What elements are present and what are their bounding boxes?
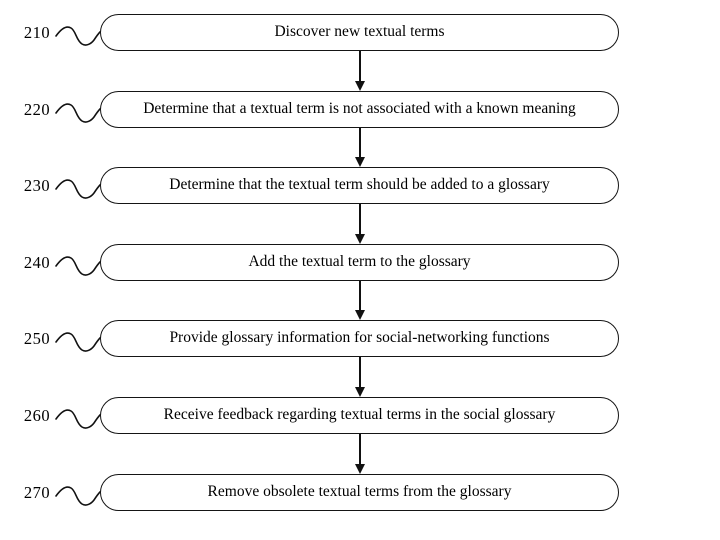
flow-step-250: 250 Provide glossary information for soc…	[0, 320, 720, 357]
arrowhead-icon	[355, 157, 365, 167]
step-ref-label: 270	[23, 482, 51, 502]
squiggle-lead-line-icon	[55, 486, 101, 506]
process-box: Discover new textual terms	[100, 14, 619, 51]
step-text: Add the textual term to the glossary	[248, 253, 471, 271]
down-arrow	[354, 204, 366, 244]
squiggle-lead-line-icon	[55, 332, 101, 352]
process-box: Receive feedback regarding textual terms…	[100, 397, 619, 434]
arrow-shaft	[359, 281, 361, 311]
arrow-shaft	[359, 51, 361, 82]
process-box: Determine that the textual term should b…	[100, 167, 619, 204]
down-arrow	[354, 434, 366, 474]
flow-step-260: 260 Receive feedback regarding textual t…	[0, 397, 720, 434]
process-box: Remove obsolete textual terms from the g…	[100, 474, 619, 511]
step-text: Receive feedback regarding textual terms…	[163, 406, 556, 424]
squiggle-lead-line-icon	[55, 409, 101, 429]
flow-step-210: 210 Discover new textual terms	[0, 14, 720, 51]
step-ref-label: 210	[23, 22, 51, 42]
flow-step-270: 270 Remove obsolete textual terms from t…	[0, 474, 720, 511]
process-box: Determine that a textual term is not ass…	[100, 91, 619, 128]
step-ref-label: 230	[23, 175, 51, 195]
arrow-shaft	[359, 434, 361, 465]
arrowhead-icon	[355, 310, 365, 320]
down-arrow	[354, 281, 366, 320]
step-text: Determine that the textual term should b…	[169, 176, 550, 194]
arrowhead-icon	[355, 81, 365, 91]
squiggle-lead-line-icon	[55, 256, 101, 276]
step-text: Discover new textual terms	[274, 23, 445, 41]
down-arrow	[354, 51, 366, 91]
squiggle-lead-line-icon	[55, 26, 101, 46]
process-box: Add the textual term to the glossary	[100, 244, 619, 281]
down-arrow	[354, 128, 366, 167]
down-arrow	[354, 357, 366, 397]
process-box: Provide glossary information for social-…	[100, 320, 619, 357]
flow-step-240: 240 Add the textual term to the glossary	[0, 244, 720, 281]
step-text: Provide glossary information for social-…	[169, 329, 550, 347]
flow-step-220: 220 Determine that a textual term is not…	[0, 91, 720, 128]
step-text: Determine that a textual term is not ass…	[143, 100, 576, 118]
arrow-shaft	[359, 204, 361, 235]
arrowhead-icon	[355, 234, 365, 244]
arrowhead-icon	[355, 464, 365, 474]
squiggle-lead-line-icon	[55, 179, 101, 199]
step-text: Remove obsolete textual terms from the g…	[207, 483, 512, 501]
step-ref-label: 220	[23, 99, 51, 119]
flow-step-230: 230 Determine that the textual term shou…	[0, 167, 720, 204]
step-ref-label: 260	[23, 405, 51, 425]
arrowhead-icon	[355, 387, 365, 397]
step-ref-label: 240	[23, 252, 51, 272]
squiggle-lead-line-icon	[55, 103, 101, 123]
arrow-shaft	[359, 357, 361, 388]
step-ref-label: 250	[23, 328, 51, 348]
arrow-shaft	[359, 128, 361, 158]
